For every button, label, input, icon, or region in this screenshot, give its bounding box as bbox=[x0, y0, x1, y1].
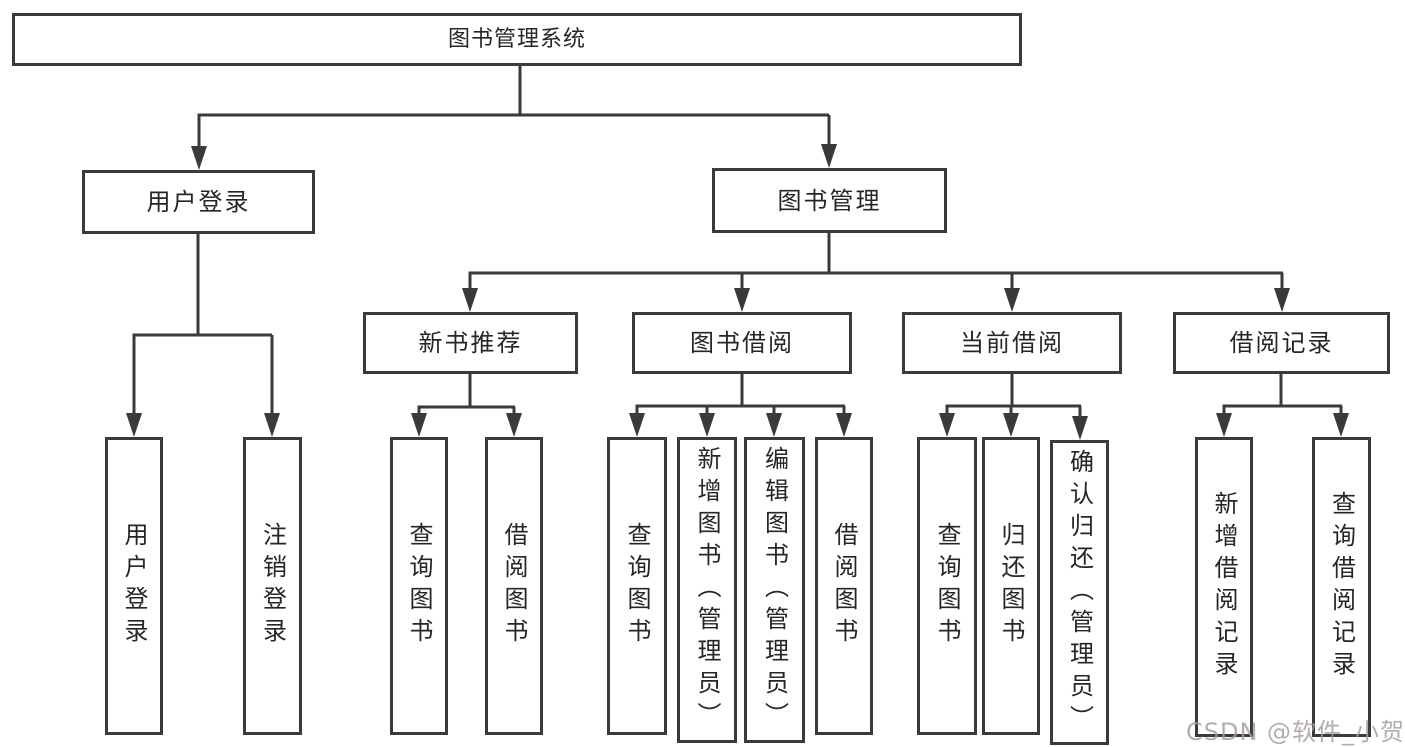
arrowhead bbox=[766, 413, 782, 437]
edge-root-to-level1 bbox=[197, 66, 831, 148]
arrowhead bbox=[629, 413, 645, 437]
node-new-book-recommendation: 新书推荐 bbox=[363, 312, 578, 374]
arrowhead bbox=[264, 413, 280, 437]
arrowhead bbox=[1004, 288, 1020, 312]
node-borrow-books-leaf: 借阅图书 bbox=[815, 437, 873, 735]
node-current-borrowing: 当前借阅 bbox=[902, 312, 1122, 374]
node-add-books-admin: 新增图书（管理员） bbox=[677, 437, 737, 743]
node-borrowing-records: 借阅记录 bbox=[1173, 312, 1390, 374]
arrowhead bbox=[734, 288, 750, 312]
node-logout-leaf: 注销登录 bbox=[243, 437, 302, 735]
node-query-books-current: 查询图书 bbox=[917, 437, 977, 735]
edge-records-to-children bbox=[1222, 374, 1343, 416]
node-user-login-leaf: 用户登录 bbox=[105, 437, 163, 735]
arrowhead bbox=[126, 413, 142, 437]
csdn-watermark: CSDN @软件_小贺同学 bbox=[1186, 718, 1405, 746]
node-query-books-recommend: 查询图书 bbox=[390, 437, 448, 735]
node-library-management-system: 图书管理系统 bbox=[12, 13, 1022, 66]
arrowhead bbox=[1072, 416, 1088, 440]
node-confirm-return-admin: 确认归还（管理员） bbox=[1050, 440, 1109, 745]
edge-newbook-to-children bbox=[417, 374, 516, 416]
node-edit-books-admin: 编辑图书（管理员） bbox=[744, 437, 805, 743]
arrowhead bbox=[1333, 413, 1349, 437]
node-return-books: 归还图书 bbox=[982, 437, 1040, 735]
node-book-management: 图书管理 bbox=[712, 168, 947, 233]
edge-bookmgmt-to-level2 bbox=[468, 233, 1284, 290]
arrowhead bbox=[1274, 288, 1290, 312]
node-user-login: 用户登录 bbox=[82, 170, 315, 234]
edge-current-to-children bbox=[945, 374, 1082, 419]
arrowhead bbox=[821, 144, 837, 168]
edge-borrow-to-children bbox=[635, 374, 846, 416]
edge-userlogin-to-children bbox=[132, 234, 274, 415]
arrowhead bbox=[191, 146, 207, 170]
arrowhead bbox=[1003, 413, 1019, 437]
arrowhead bbox=[506, 413, 522, 437]
arrowhead bbox=[836, 413, 852, 437]
node-book-borrowing: 图书借阅 bbox=[632, 312, 852, 374]
arrowhead bbox=[411, 413, 427, 437]
node-query-books-borrow: 查询图书 bbox=[607, 437, 667, 735]
arrowhead bbox=[939, 413, 955, 437]
arrowhead bbox=[1216, 413, 1232, 437]
node-query-borrow-record: 查询借阅记录 bbox=[1312, 437, 1371, 737]
node-add-borrow-record: 新增借阅记录 bbox=[1195, 437, 1253, 737]
node-borrow-books-recommend: 借阅图书 bbox=[485, 437, 543, 735]
arrowhead bbox=[699, 413, 715, 437]
arrowhead bbox=[462, 288, 478, 312]
